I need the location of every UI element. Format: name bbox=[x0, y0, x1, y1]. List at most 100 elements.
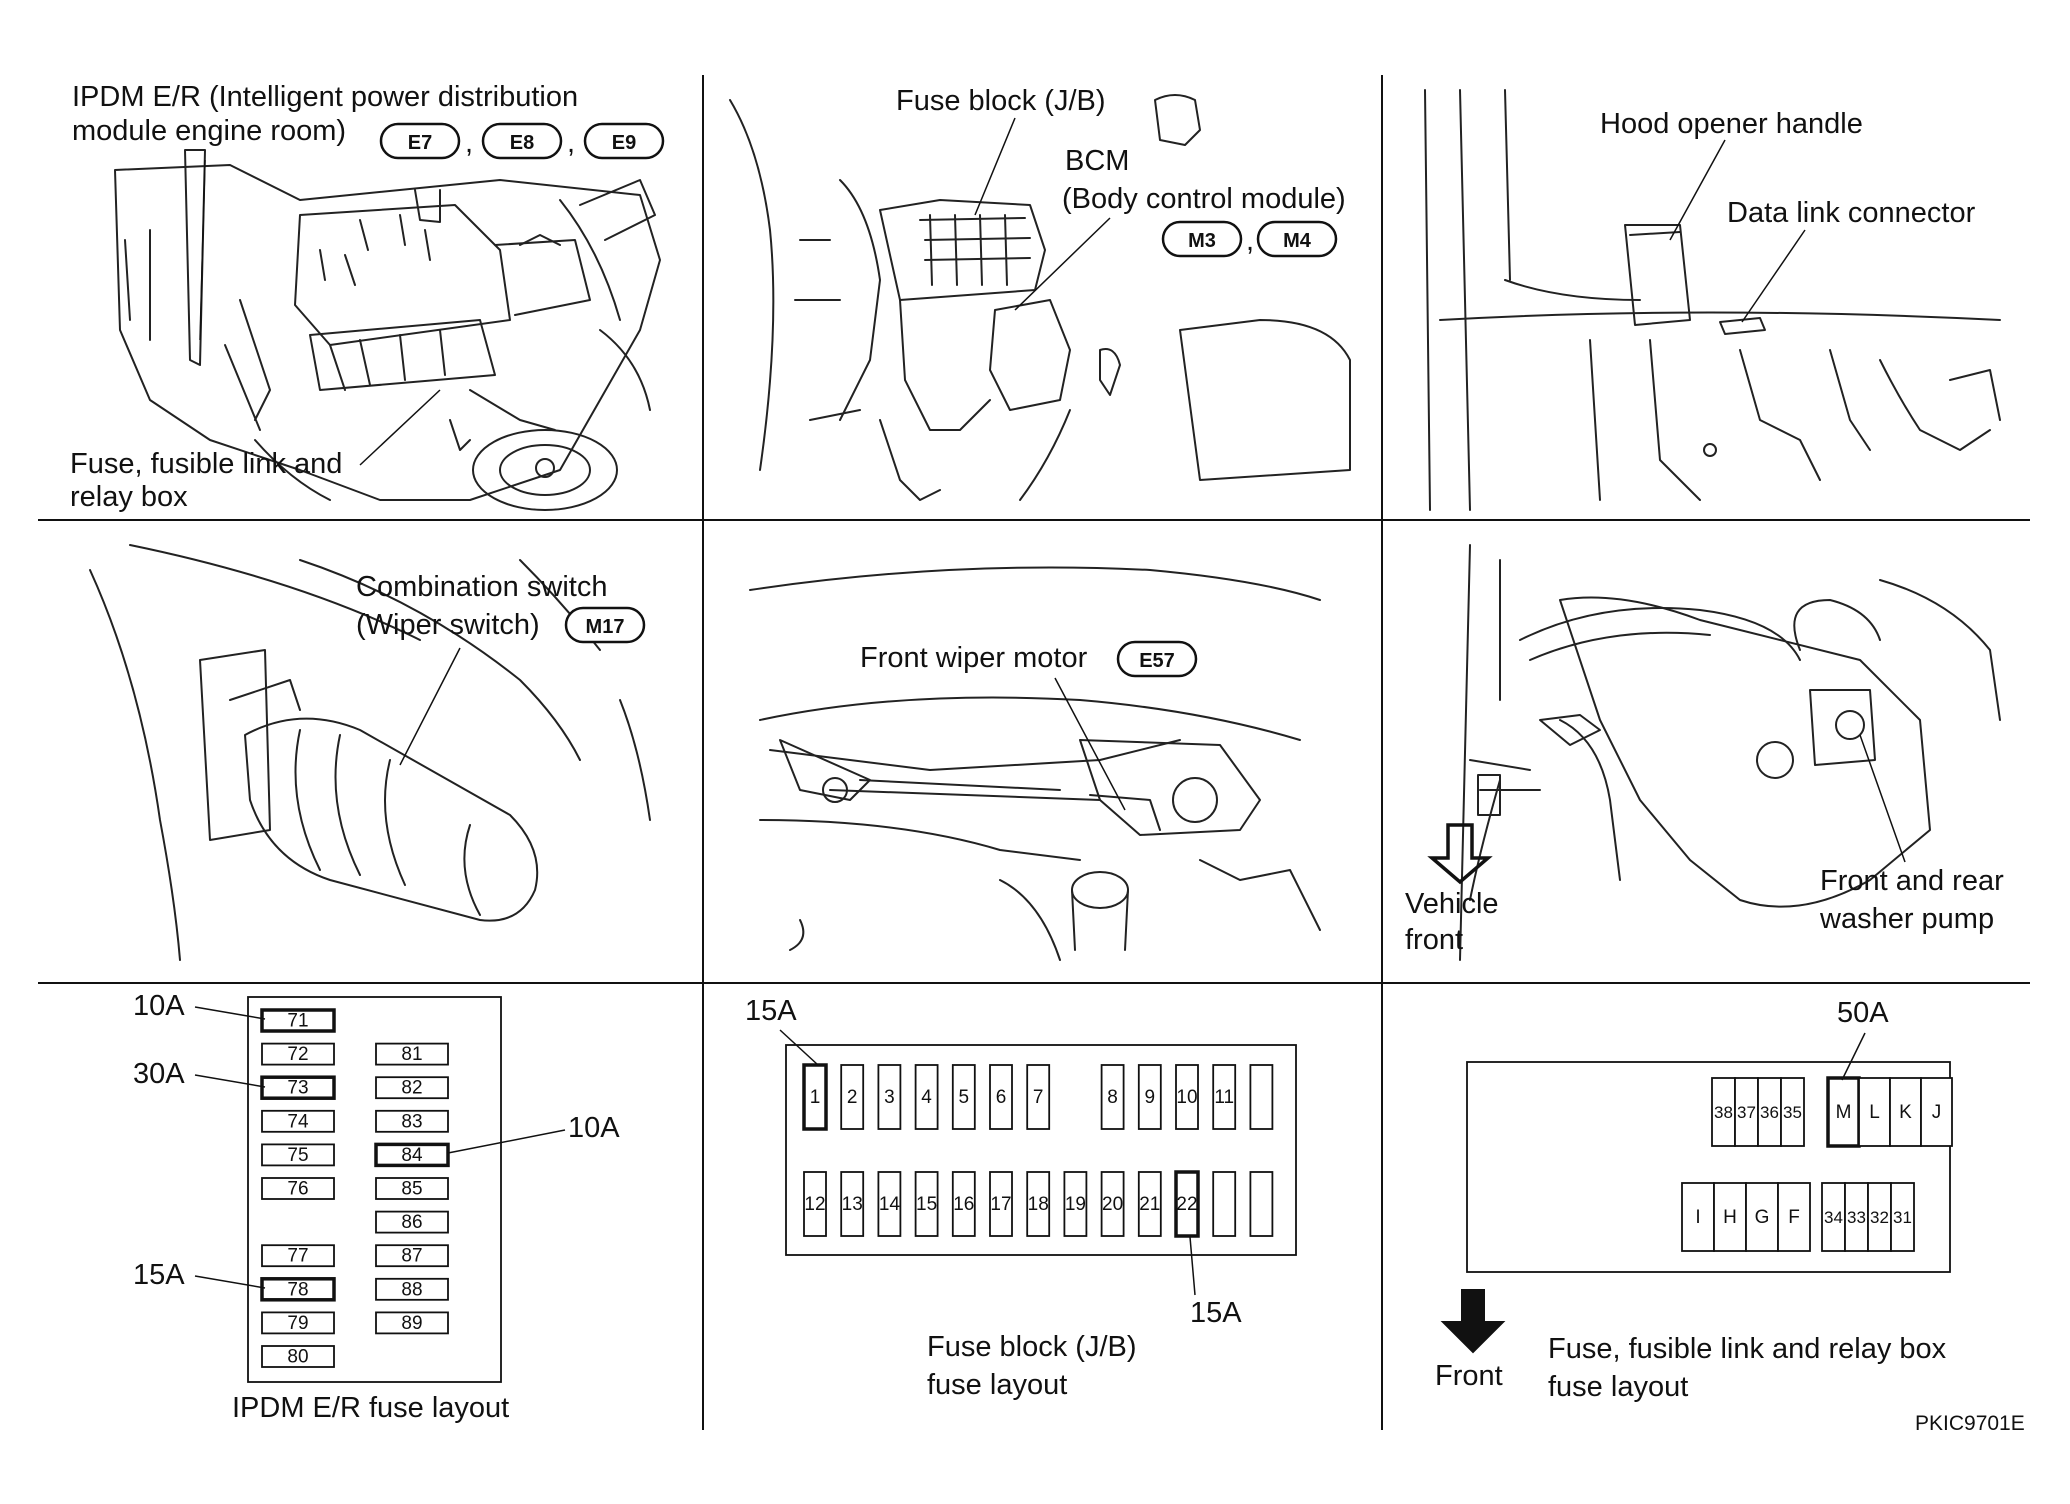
panel-combination-switch: Combination switch (Wiper switch) M17 bbox=[89, 544, 651, 961]
fuse-slot-outline bbox=[1858, 1077, 1891, 1147]
fuse-slot: H bbox=[1713, 1182, 1747, 1252]
connector-m3-badge bbox=[1161, 220, 1243, 258]
panel-grid bbox=[38, 75, 2030, 1430]
fuse-slot: 75 bbox=[261, 1143, 335, 1167]
fuse-slot: 16 bbox=[951, 1171, 976, 1237]
fuse-slot-outline bbox=[1100, 1171, 1125, 1237]
rating-leader-line bbox=[1841, 1032, 1866, 1081]
connector-e9-badge bbox=[583, 122, 665, 160]
fuse-number: 37 bbox=[1737, 1103, 1756, 1122]
fuse-slot: 12 bbox=[803, 1171, 827, 1237]
panel-washer-pump: Vehicle front Front and rear washer pump bbox=[1405, 544, 2004, 961]
fuse-slot: 76 bbox=[261, 1177, 335, 1200]
fuse-slot-outline bbox=[260, 1008, 336, 1033]
fuse-slot: 19 bbox=[1063, 1171, 1088, 1237]
fuse-number: K bbox=[1899, 1102, 1912, 1123]
fuse-slot-outline bbox=[1920, 1077, 1953, 1147]
fuse-number: 15 bbox=[916, 1194, 937, 1215]
panel-wiper-motor: Front wiper motor E57 bbox=[749, 566, 1321, 961]
fuse-slot-outline bbox=[1889, 1077, 1922, 1147]
fuse-slot-outline bbox=[877, 1064, 902, 1130]
fuse-slot-outline bbox=[1745, 1182, 1779, 1252]
fuse-slot-outline bbox=[1780, 1077, 1805, 1147]
fuse-slot: J bbox=[1920, 1077, 1953, 1147]
fuse-slot: 20 bbox=[1100, 1171, 1125, 1237]
fuse-block-leader-line bbox=[974, 117, 1016, 216]
fuse-slot-outline bbox=[840, 1064, 865, 1130]
fuse-slot-outline bbox=[1249, 1171, 1274, 1237]
fuse-slot-outline bbox=[375, 1244, 449, 1268]
fuse-slot-outline bbox=[1063, 1171, 1088, 1237]
vehicle-front-label-line2: front bbox=[1405, 924, 1463, 956]
fuse-slot-outline bbox=[375, 1177, 449, 1200]
fuse-slot: 89 bbox=[375, 1311, 449, 1335]
vehicle-front-arrow-icon bbox=[1427, 823, 1493, 885]
fuse-slot: G bbox=[1745, 1182, 1779, 1252]
fuse-slot: 14 bbox=[877, 1171, 902, 1237]
fuse-number: 5 bbox=[959, 1087, 970, 1108]
fuse-slot: 5 bbox=[951, 1064, 976, 1130]
fuse-slot bbox=[1249, 1064, 1274, 1130]
wiper-motor-illustration bbox=[749, 566, 1321, 961]
fuse-slot bbox=[1212, 1171, 1237, 1237]
fuse-box-leader-line bbox=[359, 389, 441, 466]
figure-code: PKIC9701E bbox=[1915, 1412, 2025, 1435]
fuse-slot: 33 bbox=[1844, 1182, 1869, 1252]
data-link-connector-label: Data link connector bbox=[1727, 197, 1976, 229]
fuse-number: 36 bbox=[1760, 1103, 1779, 1122]
fuse-number: 78 bbox=[287, 1279, 308, 1300]
fuse-slot-outline bbox=[1681, 1182, 1715, 1252]
fuse-slot-outline bbox=[1212, 1171, 1237, 1237]
fuse-slot-outline bbox=[1777, 1182, 1811, 1252]
ipdm-rating-label: 15A bbox=[133, 1259, 185, 1291]
fuse-slot: 2 bbox=[840, 1064, 865, 1130]
fuse-number: 13 bbox=[842, 1194, 863, 1215]
fuse-slot: 7 bbox=[1026, 1064, 1051, 1130]
fuse-slot: 37 bbox=[1734, 1077, 1759, 1147]
fuse-number: 4 bbox=[921, 1087, 932, 1108]
fuse-slot: 80 bbox=[261, 1345, 335, 1368]
fuse-slot: 73 bbox=[260, 1075, 336, 1100]
fuse-slot-outline bbox=[1137, 1064, 1162, 1130]
ipdm-leader-line bbox=[199, 159, 206, 341]
washer-pump-leader-line bbox=[1859, 734, 1906, 863]
fuse-number: 82 bbox=[401, 1078, 422, 1099]
fuse-number: 76 bbox=[287, 1179, 308, 1200]
fuse-number: 34 bbox=[1824, 1208, 1843, 1227]
rating-leader-line bbox=[1189, 1236, 1196, 1296]
fuse-slot: 17 bbox=[989, 1171, 1013, 1237]
fuse-slot: 34 bbox=[1821, 1182, 1846, 1252]
fuse-slot-outline bbox=[1100, 1064, 1125, 1130]
panel-fuse-block: Fuse block (J/B) BCM (Body control modul… bbox=[729, 85, 1351, 501]
fuse-slot: 72 bbox=[261, 1042, 335, 1066]
fuse-slot-outline bbox=[1026, 1064, 1051, 1130]
fuse-slot-outline bbox=[914, 1064, 939, 1130]
fuse-number: 18 bbox=[1028, 1194, 1049, 1215]
front-wiper-motor-label: Front wiper motor bbox=[860, 642, 1088, 674]
wiper-motor-leader-line bbox=[1054, 677, 1126, 811]
fuse-slot-outline bbox=[374, 1142, 450, 1168]
fuse-slot-outline bbox=[375, 1277, 449, 1301]
fuse-number: 81 bbox=[401, 1044, 422, 1065]
ipdm-rating-label: 30A bbox=[133, 1058, 185, 1090]
fuse-number: 10 bbox=[1176, 1087, 1197, 1108]
fuse-number: F bbox=[1788, 1207, 1800, 1228]
hood-dlc-illustration bbox=[1424, 89, 2001, 511]
fuse-number: 19 bbox=[1065, 1194, 1086, 1215]
fuse-number: 12 bbox=[804, 1194, 825, 1215]
fuse-number: 11 bbox=[1214, 1087, 1234, 1108]
connector-m17-label: M17 bbox=[586, 616, 625, 638]
fuse-slot: 86 bbox=[375, 1210, 449, 1234]
fuse-slot: 81 bbox=[375, 1042, 449, 1066]
fuse-number: 75 bbox=[287, 1145, 308, 1166]
fuse-slot-outline bbox=[260, 1075, 336, 1100]
fuse-slot: 88 bbox=[375, 1277, 449, 1301]
fuse-slot: 11 bbox=[1212, 1064, 1237, 1130]
fuse-slot-outline bbox=[914, 1171, 939, 1237]
rating-leader-line bbox=[447, 1129, 566, 1154]
connector-e9-label: E9 bbox=[612, 132, 636, 154]
fuse-number: 17 bbox=[990, 1194, 1011, 1215]
fuse-slot: 71 bbox=[260, 1008, 336, 1033]
